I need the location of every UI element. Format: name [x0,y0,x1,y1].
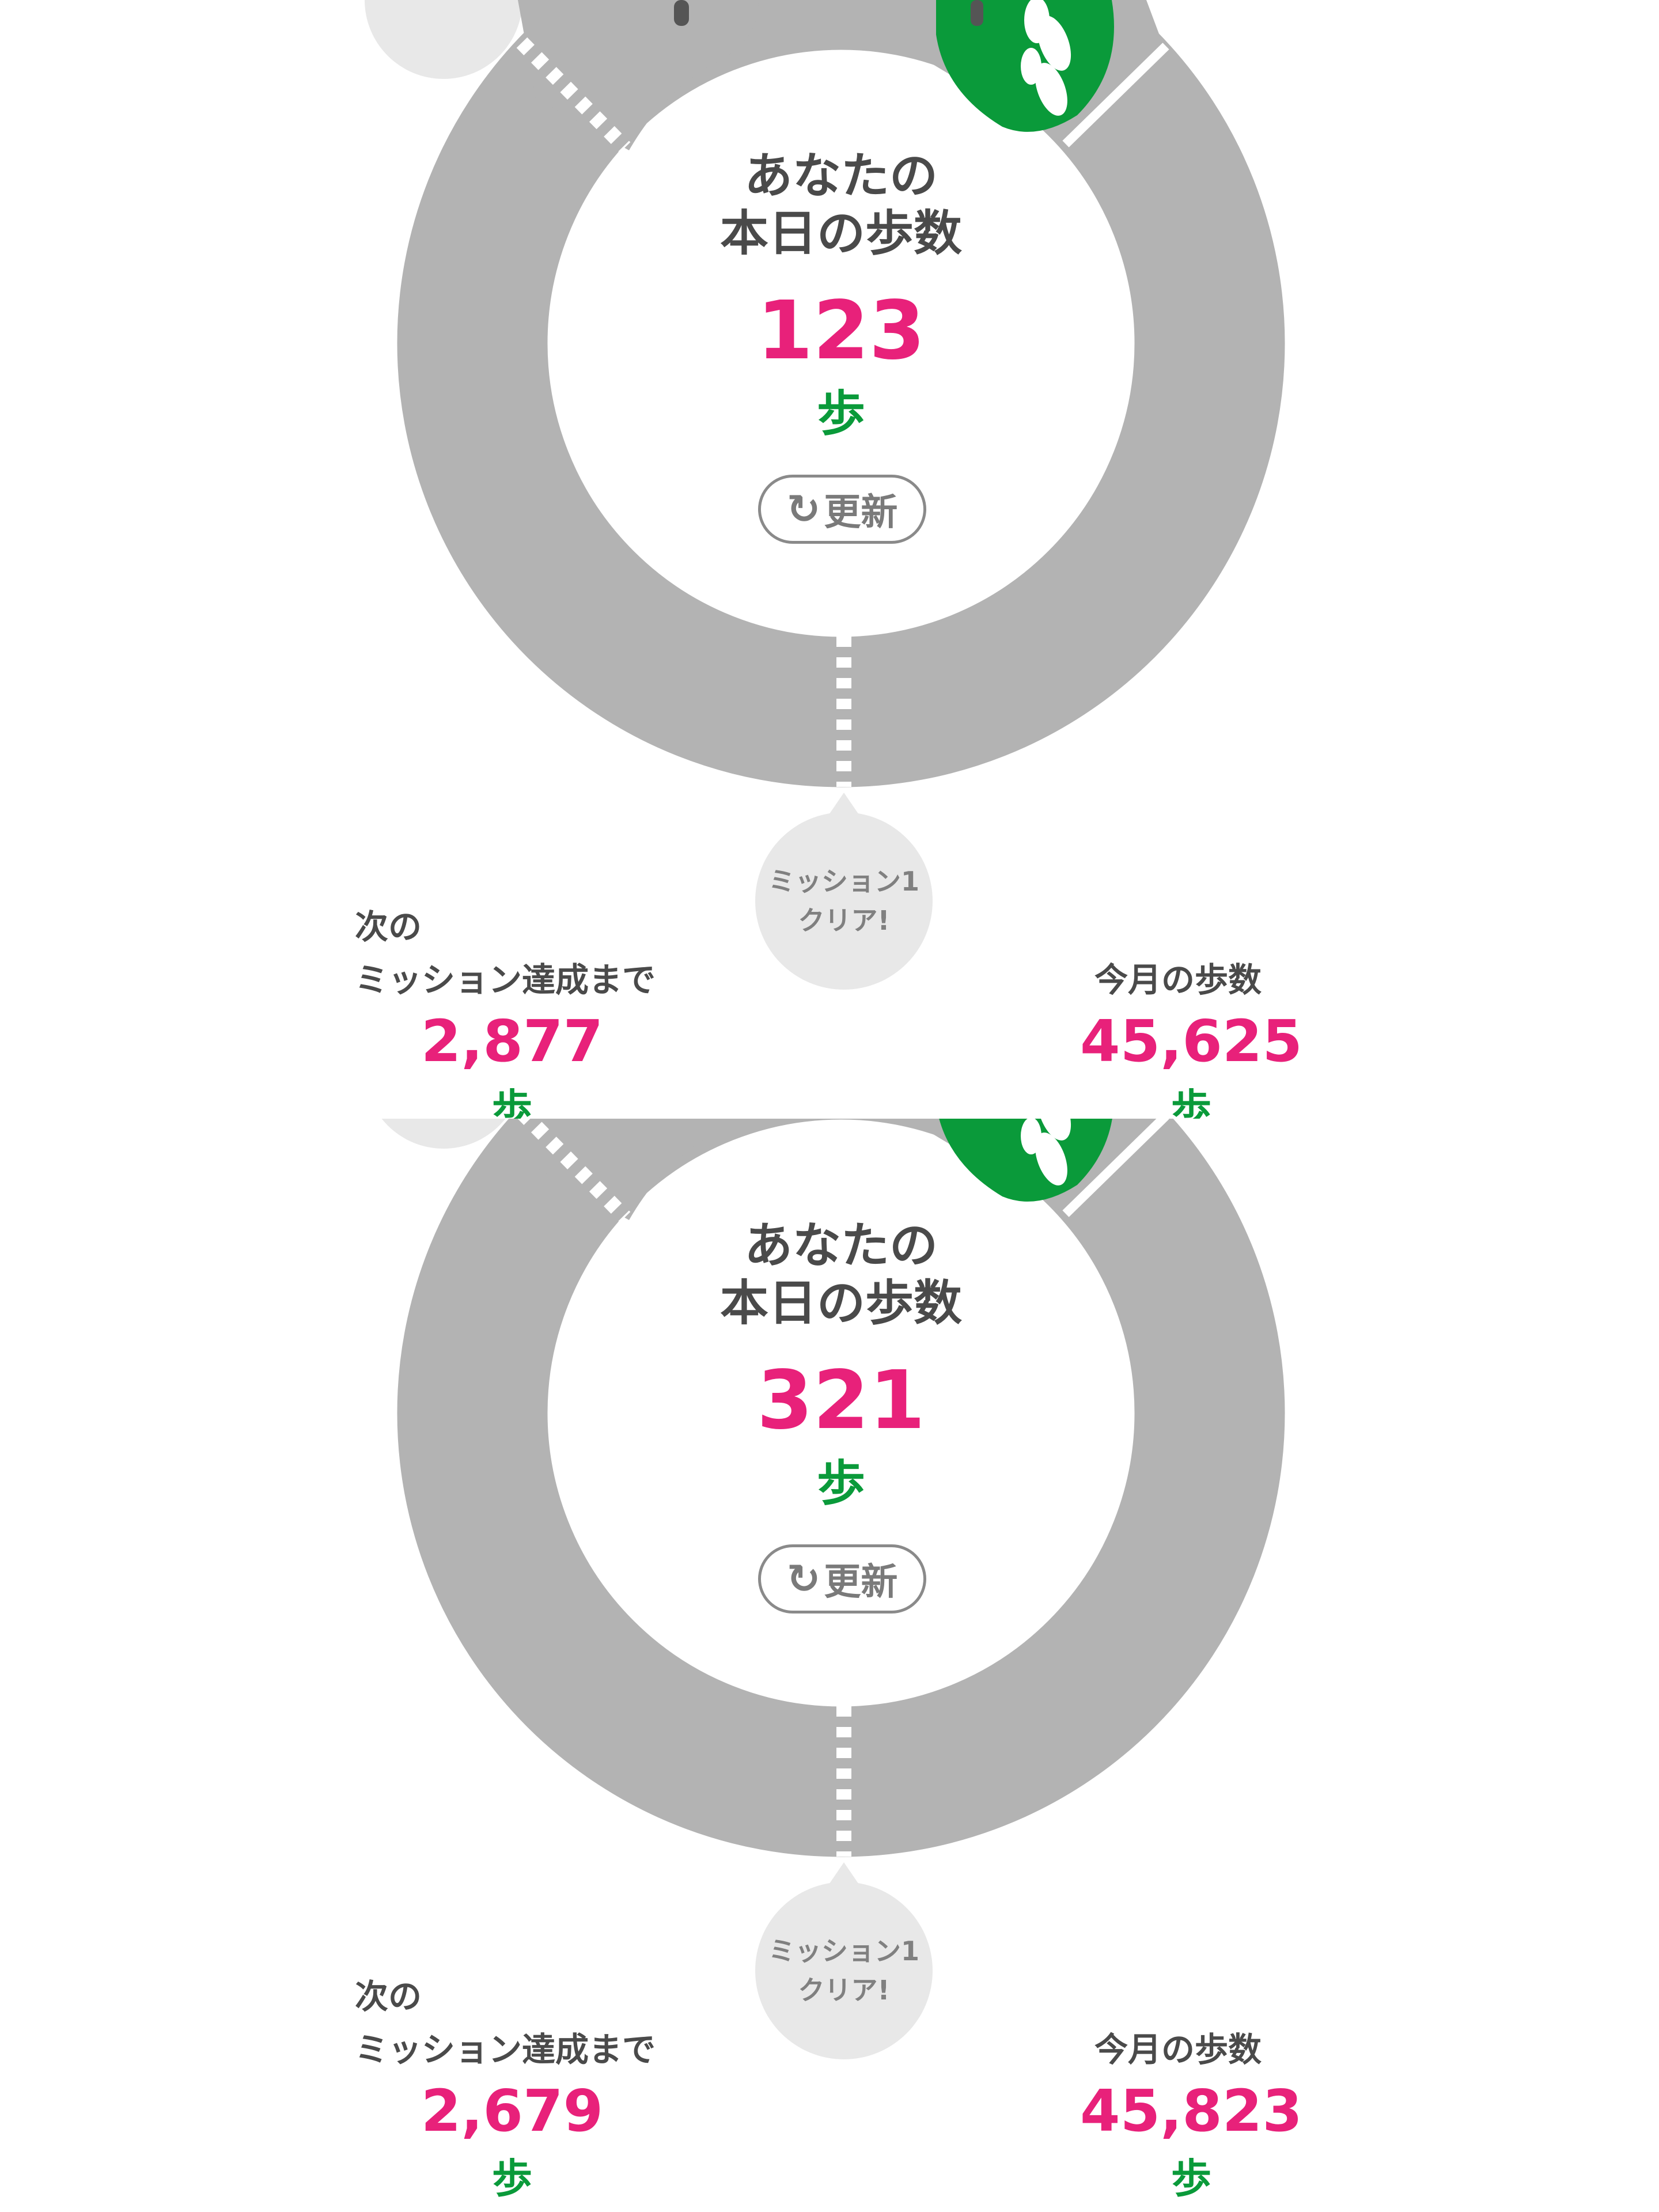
track-divider [1062,43,1169,147]
walking-track-ring [381,1119,1285,1857]
refresh-icon: ↻ [786,486,821,533]
title-line2: 本日の歩数 [719,1275,962,1331]
month-steps-label: 今月の歩数 [1094,960,1262,999]
track-ring [397,0,1285,787]
checkered-line-top [517,1119,631,1223]
screenshot-panel-1: あなたの 本日の歩数 123 歩 ↻ 更新 ミッション1 クリア! 次の ミッシ… [355,0,1302,1132]
month-steps: 45,823 [1080,2077,1302,2145]
bubble-line2: クリア! [798,1975,890,2006]
bubble-line2: クリア! [798,905,890,936]
next-mission-label-line2: ミッション達成まで [355,960,656,999]
start-marker-left [674,0,689,26]
track-road-extension [518,0,759,150]
next-mission-unit: 歩 [492,2155,532,2202]
footprints-icon [1021,0,1071,116]
mission-clear-bubble: ミッション1 クリア! [755,793,933,990]
checkered-line-top [516,37,631,153]
bubble-line1: ミッション1 [768,866,919,897]
top-speech-bubble [365,0,522,79]
today-steps: 123 [756,284,926,378]
month-steps-label: 今月の歩数 [1094,2030,1262,2069]
next-mission-steps: 2,877 [421,1007,604,1075]
track-divider [1062,1119,1169,1217]
next-mission-steps: 2,679 [421,2077,604,2145]
step-panel: あなたの 本日の歩数 321 歩 ↻ 更新 ミッション1 クリア! 次の ミッシ… [0,1070,1659,2202]
walking-track-ring [365,0,1285,787]
screenshot-panel-2: あなたの 本日の歩数 321 歩 ↻ 更新 ミッション1 クリア! 次の ミッシ… [0,1119,1659,2202]
step-panel: あなたの 本日の歩数 123 歩 ↻ 更新 ミッション1 クリア! 次の ミッシ… [355,0,1302,1132]
refresh-label: 更新 [824,1561,898,1604]
current-position-marker [939,1119,1112,1202]
refresh-icon: ↻ [786,1555,821,1603]
next-mission-label-line1: 次の [355,907,422,946]
track-ring [397,1119,1285,1857]
next-mission-label-line1: 次の [355,1977,422,2016]
title-line1: あなたの [744,1217,938,1274]
footprints-icon [1021,1119,1071,1185]
today-steps: 321 [756,1354,926,1448]
mission-clear-bubble: ミッション1 クリア! [755,1862,933,2059]
top-speech-bubble [381,1119,506,1149]
start-marker-right [971,0,983,26]
refresh-button[interactable]: ↻ 更新 [758,475,926,544]
title-line1: あなたの [744,147,938,204]
next-mission-label-line2: ミッション達成まで [355,2030,656,2069]
month-steps-unit: 歩 [1171,2155,1211,2202]
today-steps-unit: 歩 [816,385,865,442]
title-line2: 本日の歩数 [719,205,962,262]
refresh-label: 更新 [824,491,898,534]
month-steps: 45,625 [1080,1007,1302,1075]
today-steps-unit: 歩 [816,1455,865,1512]
refresh-button[interactable]: ↻ 更新 [758,1544,926,1613]
track-road-extension [527,1119,737,1220]
bubble-line1: ミッション1 [768,1936,919,1967]
